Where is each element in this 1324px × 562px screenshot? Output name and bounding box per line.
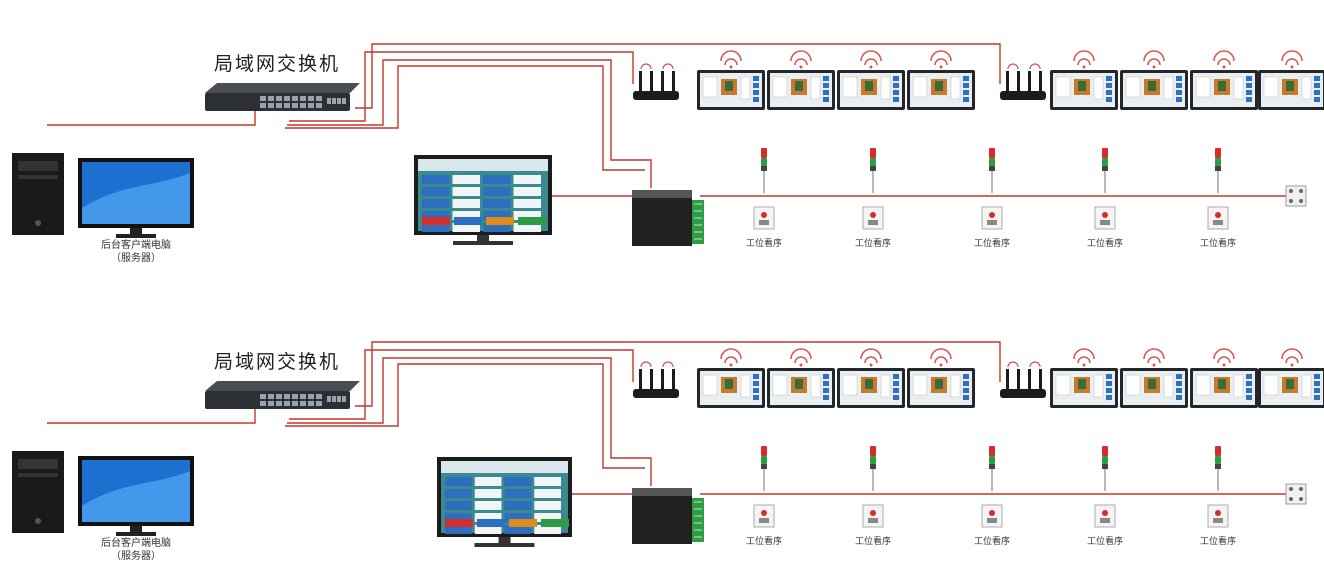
cable-line [289, 349, 634, 420]
wifi-router-icon [1000, 63, 1046, 100]
cable-line [47, 409, 256, 424]
signal-tower-light-icon [1102, 446, 1108, 491]
wireless-tablet-terminal-icon [1050, 348, 1118, 408]
wireless-tablet-terminal-icon [697, 348, 765, 408]
wireless-tablet-terminal-icon [1258, 348, 1324, 408]
wireless-tablet-terminal-icon [1190, 50, 1258, 110]
station-button-box-icon [862, 206, 884, 230]
station-button-box-icon [981, 504, 1003, 528]
wireless-tablet-terminal-icon [837, 348, 905, 408]
pc-tower-icon [12, 451, 64, 533]
terminal-junction-box-icon [1285, 483, 1307, 505]
wireless-tablet-terminal-icon [1258, 50, 1324, 110]
station-button-box-icon [1094, 504, 1116, 528]
controller-box-icon [632, 190, 704, 246]
monitor-icon [78, 158, 194, 238]
network-switch-icon [205, 381, 360, 409]
station-label: 工位看序 [1087, 535, 1123, 547]
cable-line [289, 51, 634, 122]
station-button-box-icon [1207, 504, 1229, 528]
cable-line [287, 59, 652, 188]
signal-tower-light-icon [761, 446, 767, 491]
station-label: 工位看序 [855, 535, 891, 547]
signal-tower-light-icon [761, 148, 767, 193]
wireless-tablet-terminal-icon [767, 348, 835, 408]
station-label: 工位看序 [974, 237, 1010, 249]
wireless-tablet-terminal-icon [837, 50, 905, 110]
wifi-router-icon [633, 361, 679, 398]
server-label: 后台客户端电脑 [101, 536, 171, 549]
signal-tower-light-icon [870, 148, 876, 193]
cable-line [355, 341, 1001, 407]
signal-tower-light-icon [989, 148, 995, 193]
wireless-tablet-terminal-icon [1120, 348, 1188, 408]
station-label: 工位看序 [746, 535, 782, 547]
wireless-tablet-terminal-icon [697, 50, 765, 110]
monitor-icon [78, 456, 194, 536]
cable-line [287, 357, 652, 486]
wireless-tablet-terminal-icon [1050, 50, 1118, 110]
server-label: 后台客户端电脑 [101, 238, 171, 251]
station-label: 工位看序 [1200, 237, 1236, 249]
wireless-tablet-terminal-icon [1120, 50, 1188, 110]
station-label: 工位看序 [1087, 237, 1123, 249]
terminal-junction-box-icon [1285, 185, 1307, 207]
wifi-router-icon [1000, 361, 1046, 398]
wireless-tablet-terminal-icon [1190, 348, 1258, 408]
server-label-sub: （服务器） [111, 549, 161, 562]
wifi-router-icon [633, 63, 679, 100]
cable-line [355, 43, 1001, 109]
signal-tower-light-icon [1102, 148, 1108, 193]
signal-tower-light-icon [1215, 446, 1221, 491]
andon-display-screen-icon [414, 155, 552, 245]
cables [47, 341, 1300, 495]
signal-tower-light-icon [989, 446, 995, 491]
station-button-box-icon [862, 504, 884, 528]
station-label: 工位看序 [974, 535, 1010, 547]
server-label-sub: （服务器） [111, 251, 161, 264]
station-label: 工位看序 [855, 237, 891, 249]
controller-box-icon [632, 488, 704, 544]
switch-title: 局域网交换机 [214, 53, 340, 75]
wireless-tablet-terminal-icon [907, 348, 975, 408]
cable-line [47, 111, 256, 126]
cable-line [285, 65, 645, 171]
station-label: 工位看序 [746, 237, 782, 249]
pc-tower-icon [12, 153, 64, 235]
station-button-box-icon [1207, 206, 1229, 230]
wireless-tablet-terminal-icon [767, 50, 835, 110]
switch-title: 局域网交换机 [214, 351, 340, 373]
network-switch-icon [205, 83, 360, 111]
wireless-tablet-terminal-icon [907, 50, 975, 110]
cable-line [285, 363, 645, 469]
cables [47, 43, 1300, 197]
signal-tower-light-icon [870, 446, 876, 491]
station-button-box-icon [1094, 206, 1116, 230]
station-button-box-icon [753, 504, 775, 528]
signal-tower-light-icon [1215, 148, 1221, 193]
andon-display-screen-icon [437, 457, 572, 547]
station-button-box-icon [981, 206, 1003, 230]
station-label: 工位看序 [1200, 535, 1236, 547]
station-button-box-icon [753, 206, 775, 230]
